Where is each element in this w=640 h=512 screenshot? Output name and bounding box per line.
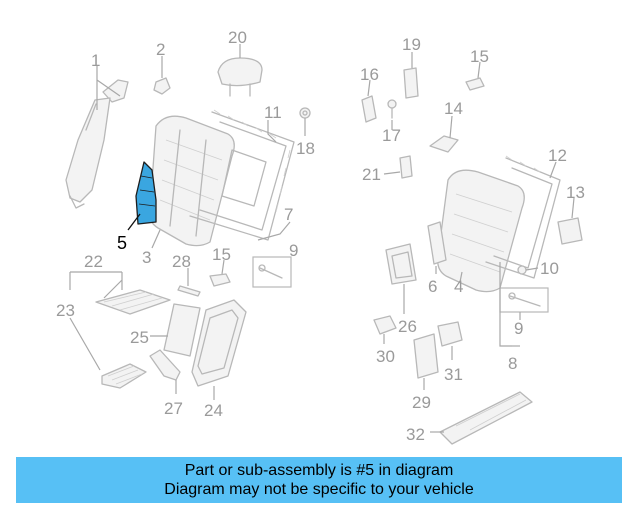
callout-15-right: 15 xyxy=(470,47,489,66)
part-18-grommet xyxy=(299,107,311,119)
part-31-guide xyxy=(437,321,463,347)
callout-13: 13 xyxy=(566,183,585,202)
part-26-latch xyxy=(385,243,417,285)
part-9-bolt-kit-right xyxy=(499,287,549,313)
callout-4: 4 xyxy=(454,277,463,296)
callout-12: 12 xyxy=(548,146,567,165)
callout-3: 3 xyxy=(142,248,151,267)
callout-17: 17 xyxy=(382,126,401,145)
part-24-cushion-frame xyxy=(191,299,247,387)
callout-18: 18 xyxy=(296,139,315,158)
part-9-bolt-kit-left xyxy=(252,256,292,288)
part-15-cap-right xyxy=(465,77,485,91)
callout-23: 23 xyxy=(56,301,75,320)
part-21-knob xyxy=(399,155,413,179)
banner-line-2: Diagram may not be specific to your vehi… xyxy=(164,481,474,498)
part-19-cover xyxy=(403,67,419,99)
part-11-seat-frame xyxy=(189,109,295,241)
callout-6: 6 xyxy=(428,277,437,296)
callout-22: 22 xyxy=(84,252,103,271)
part-20-headrest xyxy=(217,57,263,97)
part-12-seat-frame-right xyxy=(485,155,561,279)
part-29-bracket xyxy=(413,333,439,379)
callout-29: 29 xyxy=(412,393,431,412)
callout-25: 25 xyxy=(130,328,149,347)
callout-16: 16 xyxy=(360,65,379,84)
callout-14: 14 xyxy=(444,99,463,118)
callout-9-right: 9 xyxy=(514,319,523,338)
part-23-mat xyxy=(101,363,147,389)
part-14-handle xyxy=(429,135,459,153)
part-17-screw xyxy=(387,99,397,119)
part-32-cushion-bar xyxy=(439,391,533,445)
callout-15-left: 15 xyxy=(212,245,231,264)
part-3-seat-back xyxy=(149,115,235,247)
part-2-clip xyxy=(153,77,171,95)
part-15-cap-left xyxy=(209,273,231,287)
part-22-cushion-pad xyxy=(95,289,171,315)
callout-24: 24 xyxy=(204,401,223,420)
callout-21: 21 xyxy=(362,165,381,184)
callout-8: 8 xyxy=(508,354,517,373)
callout-20: 20 xyxy=(228,28,247,47)
callout-5: 5 xyxy=(117,233,127,253)
part-10-nut xyxy=(517,265,527,275)
part-30-clip xyxy=(373,315,397,335)
callout-10: 10 xyxy=(540,259,559,278)
callout-31: 31 xyxy=(444,365,463,384)
callout-32: 32 xyxy=(406,425,425,444)
banner-line-1: Part or sub-assembly is #5 in diagram xyxy=(184,462,454,479)
callout-27: 27 xyxy=(164,399,183,418)
callout-19: 19 xyxy=(402,35,421,54)
callout-2: 2 xyxy=(156,40,165,59)
part-25-panel xyxy=(163,303,201,357)
part-13-bracket xyxy=(557,217,583,245)
callout-26: 26 xyxy=(398,317,417,336)
parts-diagram: 1 2 20 11 18 5 3 7 xyxy=(56,28,585,445)
part-1-side-trim xyxy=(65,79,129,209)
part-4-seat-back-right xyxy=(437,169,525,293)
callout-11: 11 xyxy=(264,103,282,122)
part-5-highlighted-panel xyxy=(135,161,157,225)
callout-1: 1 xyxy=(91,51,100,70)
part-27-trim xyxy=(149,349,181,381)
info-banner: Part or sub-assembly is #5 in diagram Di… xyxy=(16,457,622,503)
callout-7: 7 xyxy=(284,205,293,224)
part-16-bracket xyxy=(361,95,377,123)
callout-9-left: 9 xyxy=(289,241,298,260)
part-28-trim-strip xyxy=(177,285,201,297)
callout-30: 30 xyxy=(376,347,395,366)
callout-28: 28 xyxy=(172,252,191,271)
part-6-panel xyxy=(427,221,447,265)
